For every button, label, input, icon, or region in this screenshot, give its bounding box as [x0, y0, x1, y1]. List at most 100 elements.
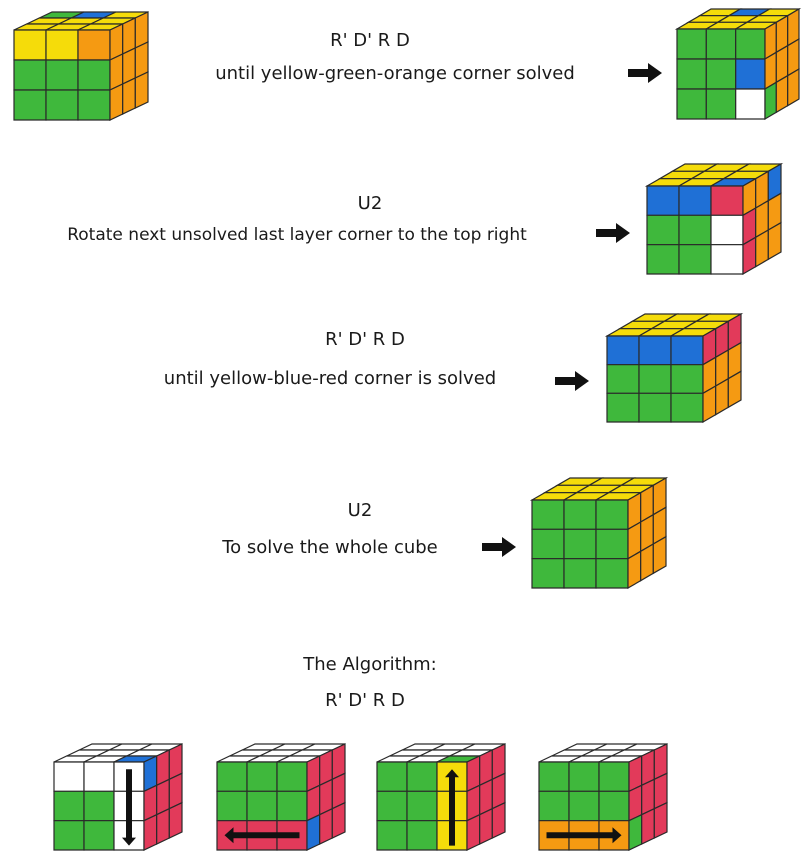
right-sticker: [764, 81, 777, 121]
front-sticker: [83, 790, 115, 822]
front-sticker: [735, 88, 766, 120]
step4-moves: U2: [347, 500, 373, 521]
right-arrow-icon: [596, 223, 630, 243]
front-sticker: [710, 244, 744, 275]
front-sticker: [638, 364, 672, 394]
cube-step2-result: [645, 162, 784, 276]
front-sticker: [77, 59, 111, 91]
front-sticker: [538, 790, 570, 822]
front-sticker: [563, 528, 597, 560]
front-sticker: [538, 761, 570, 792]
front-sticker: [646, 214, 680, 246]
front-sticker: [77, 29, 111, 61]
right-sticker: [122, 77, 136, 115]
front-sticker: [563, 499, 597, 530]
front-sticker: [568, 790, 600, 822]
cube-start: [13, 11, 149, 121]
front-sticker: [705, 88, 737, 120]
right-sticker: [306, 813, 321, 851]
front-sticker: [705, 28, 737, 60]
algorithm-cube-r: [376, 743, 506, 851]
front-sticker: [638, 335, 672, 366]
front-sticker: [676, 28, 707, 60]
step1-moves: R' D' R D: [330, 30, 410, 51]
right-sticker: [628, 813, 643, 851]
front-sticker: [568, 761, 600, 792]
right-sticker: [168, 801, 183, 839]
front-sticker: [606, 335, 640, 366]
right-sticker: [787, 67, 800, 107]
algorithm-cube-d: [538, 743, 668, 851]
front-sticker: [670, 335, 704, 366]
front-sticker: [735, 28, 766, 60]
front-sticker: [376, 790, 408, 822]
step1-instruction: until yellow-green-orange corner solved: [215, 63, 575, 84]
right-sticker: [491, 801, 506, 839]
front-sticker: [598, 761, 630, 792]
move-arrow-icon: [546, 827, 622, 844]
front-sticker: [276, 790, 308, 822]
front-sticker: [53, 790, 85, 822]
front-sticker: [276, 761, 308, 792]
front-sticker: [595, 558, 629, 589]
front-sticker: [638, 392, 672, 423]
right-sticker: [109, 83, 124, 121]
right-sticker: [775, 74, 789, 114]
right-sticker: [134, 71, 149, 109]
front-sticker: [83, 820, 115, 851]
front-sticker: [83, 761, 115, 792]
algorithm-moves: R' D' R D: [325, 690, 405, 711]
step4-instruction: To solve the whole cube: [222, 537, 438, 558]
front-sticker: [45, 59, 79, 91]
move-arrow-icon: [224, 827, 300, 844]
right-arrow-icon: [628, 63, 662, 83]
front-sticker: [216, 761, 248, 792]
front-sticker: [406, 790, 438, 822]
front-sticker: [406, 761, 438, 792]
front-sticker: [676, 88, 707, 120]
front-sticker: [678, 185, 712, 216]
algorithm-cube-r-prime: [53, 743, 183, 851]
move-arrow-icon: [122, 769, 136, 846]
front-sticker: [13, 29, 47, 61]
right-sticker: [767, 221, 782, 261]
front-sticker: [598, 790, 630, 822]
cube-step3-result: [605, 312, 744, 424]
step3-instruction: until yellow-blue-red corner is solved: [163, 368, 497, 389]
front-sticker: [563, 558, 597, 589]
front-sticker: [216, 790, 248, 822]
right-sticker: [653, 801, 668, 839]
right-sticker: [156, 807, 170, 845]
algorithm-cube-d-prime: [216, 743, 346, 851]
front-sticker: [670, 364, 704, 394]
front-sticker: [710, 185, 744, 216]
front-sticker: [531, 558, 565, 589]
front-sticker: [45, 29, 79, 61]
front-sticker: [670, 392, 704, 423]
front-sticker: [531, 528, 565, 560]
front-sticker: [595, 528, 629, 560]
front-sticker: [678, 214, 712, 246]
front-sticker: [376, 761, 408, 792]
move-arrow-icon: [445, 769, 459, 846]
step2-instruction: Rotate next unsolved last layer corner t…: [67, 225, 527, 245]
right-sticker: [652, 535, 667, 575]
front-sticker: [13, 59, 47, 91]
front-sticker: [595, 499, 629, 530]
front-sticker: [45, 89, 79, 121]
front-sticker: [246, 761, 278, 792]
front-sticker: [606, 392, 640, 423]
right-sticker: [641, 807, 655, 845]
front-sticker: [53, 761, 85, 792]
front-sticker: [246, 790, 278, 822]
right-arrow-icon: [482, 537, 516, 557]
front-sticker: [676, 58, 707, 90]
right-sticker: [727, 370, 742, 409]
step2-moves: U2: [357, 193, 383, 214]
front-sticker: [531, 499, 565, 530]
right-sticker: [479, 807, 493, 845]
front-sticker: [735, 58, 766, 90]
front-sticker: [646, 185, 680, 216]
front-sticker: [13, 89, 47, 121]
front-sticker: [406, 820, 438, 851]
